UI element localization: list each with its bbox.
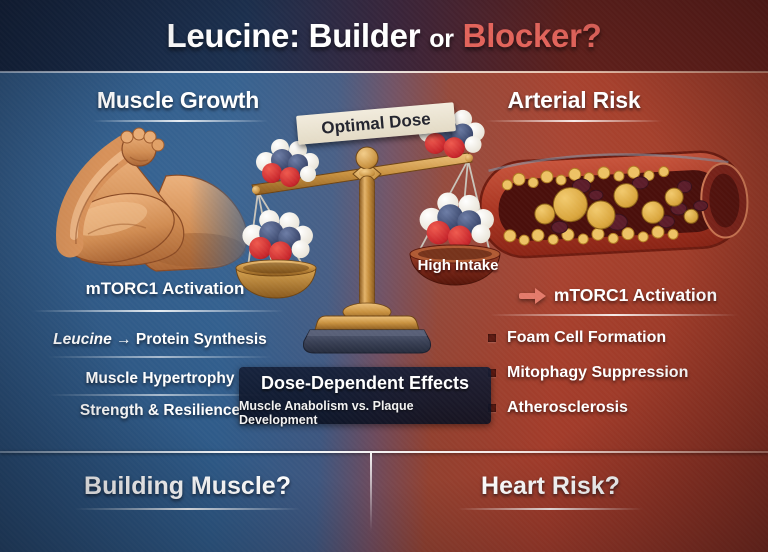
arrow-right-small-icon: → bbox=[116, 331, 132, 348]
molecule-cluster bbox=[256, 139, 319, 187]
right-item-foam: Foam Cell Formation bbox=[507, 329, 667, 346]
title-accent: Blocker? bbox=[462, 17, 602, 54]
left-flow: Leucine → Protein Synthesis bbox=[30, 331, 290, 349]
footer-vertical-divider bbox=[370, 453, 372, 531]
bullet-square-icon bbox=[488, 369, 496, 377]
dose-band-subtitle: Muscle Anabolism vs. Plaque Development bbox=[239, 399, 414, 427]
right-question-underline bbox=[458, 508, 643, 510]
flow-leucine: Leucine bbox=[53, 331, 112, 348]
left-activation-underline bbox=[32, 310, 284, 312]
right-heading: Arterial Risk bbox=[507, 87, 641, 113]
right-item-atherosclerosis: Atherosclerosis bbox=[507, 399, 628, 416]
title-main: Leucine: Builder bbox=[166, 17, 421, 54]
right-question: Heart Risk? bbox=[481, 472, 620, 500]
right-activation: mTORC1 Activation bbox=[553, 285, 718, 305]
right-item-mitophagy: Mitophagy Suppression bbox=[507, 364, 689, 381]
scale-base bbox=[303, 315, 431, 354]
molecule-cluster bbox=[242, 210, 313, 264]
scale-pan-right bbox=[409, 244, 501, 286]
high-intake-label: High Intake bbox=[417, 257, 499, 274]
right-item-row: Mitophagy Suppression bbox=[488, 364, 748, 382]
bicep-illustration bbox=[56, 127, 248, 272]
balance-scale-illustration bbox=[235, 107, 501, 354]
right-activation-underline bbox=[490, 314, 738, 316]
header-divider bbox=[0, 71, 768, 73]
bullet-square-icon bbox=[488, 404, 496, 412]
bullet-square-icon bbox=[488, 334, 496, 342]
right-item-row: Foam Cell Formation bbox=[488, 329, 748, 347]
page-title: Leucine: Builder or Blocker? bbox=[167, 17, 602, 55]
left-item-hypertrophy: Muscle Hypertrophy bbox=[85, 370, 235, 387]
artery-illustration bbox=[479, 150, 749, 259]
optimal-dose-label: Optimal Dose bbox=[320, 108, 432, 138]
footer-divider bbox=[0, 451, 768, 453]
left-heading-underline bbox=[92, 120, 268, 122]
left-question-underline bbox=[75, 508, 300, 510]
title-or: or bbox=[429, 25, 454, 53]
dose-band: Dose-Dependent Effects Muscle Anabolism … bbox=[239, 367, 491, 427]
left-activation: mTORC1 Activation bbox=[85, 279, 245, 298]
left-item-strength: Strength & Resilience bbox=[79, 402, 241, 419]
left-heading: Muscle Growth bbox=[96, 87, 260, 113]
right-activation-row: mTORC1 Activation bbox=[488, 285, 748, 306]
left-list-divider bbox=[48, 356, 272, 358]
left-list-divider bbox=[48, 394, 272, 396]
dose-band-title: Dose-Dependent Effects bbox=[260, 373, 470, 393]
flow-rest: Protein Synthesis bbox=[135, 331, 267, 348]
scale-pan-left bbox=[235, 259, 317, 299]
arrow-right-icon bbox=[518, 287, 546, 304]
molecule-cluster bbox=[419, 192, 494, 250]
right-item-row: Atherosclerosis bbox=[488, 399, 748, 417]
header-band: Leucine: Builder or Blocker? bbox=[0, 0, 768, 72]
left-question: Building Muscle? bbox=[84, 472, 291, 500]
right-heading-underline bbox=[486, 120, 662, 122]
